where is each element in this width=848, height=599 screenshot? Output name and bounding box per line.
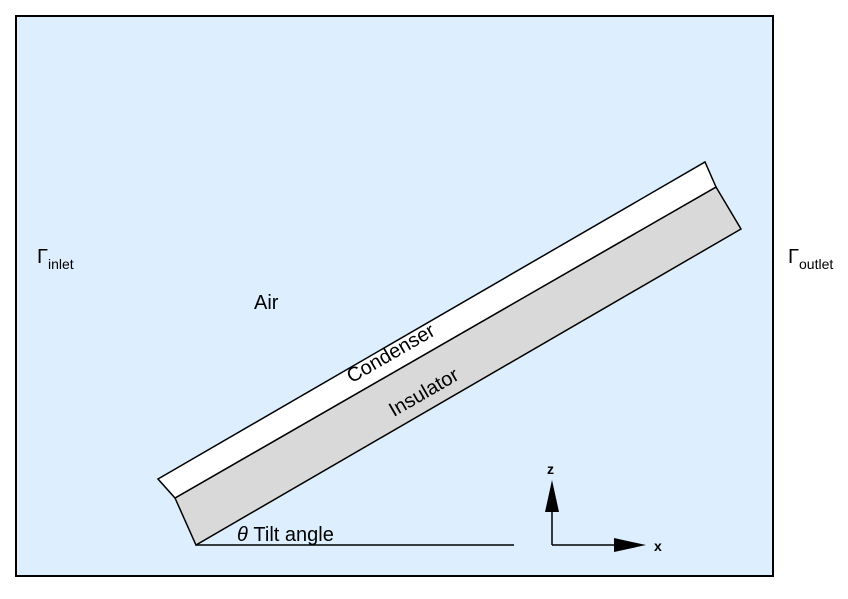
outlet-gamma: Γ	[788, 246, 799, 268]
condenser-layer	[156, 160, 717, 499]
air-domain	[15, 15, 774, 577]
theta-symbol: θ	[237, 524, 248, 546]
air-label: Air	[254, 292, 279, 314]
outlet-label: Γoutlet	[788, 246, 833, 272]
inlet-gamma: Γ	[37, 246, 48, 268]
outlet-subscript: outlet	[799, 256, 833, 272]
arrow-right-icon	[614, 538, 646, 552]
z-axis-label: z	[547, 461, 554, 477]
inlet-subscript: inlet	[48, 256, 74, 272]
inlet-label: Γinlet	[37, 246, 74, 272]
tilt-angle-text: Tilt angle	[253, 524, 333, 546]
x-axis-label: x	[654, 538, 662, 554]
arrow-up-icon	[545, 480, 559, 512]
coordinate-axes: z x	[545, 461, 662, 554]
tilt-angle-label: θ Tilt angle	[237, 524, 334, 546]
